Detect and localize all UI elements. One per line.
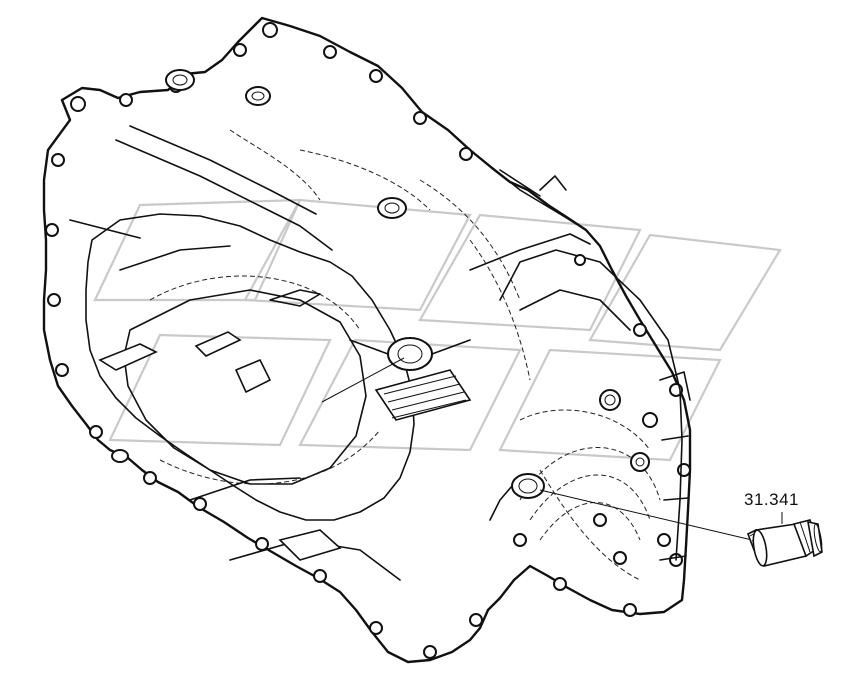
transmission-housing <box>42 16 692 664</box>
part-number-label: 31.341 <box>744 490 799 509</box>
watermark-logo <box>93 198 782 462</box>
callout-leader-line <box>539 489 753 541</box>
sensor-part <box>746 512 823 567</box>
